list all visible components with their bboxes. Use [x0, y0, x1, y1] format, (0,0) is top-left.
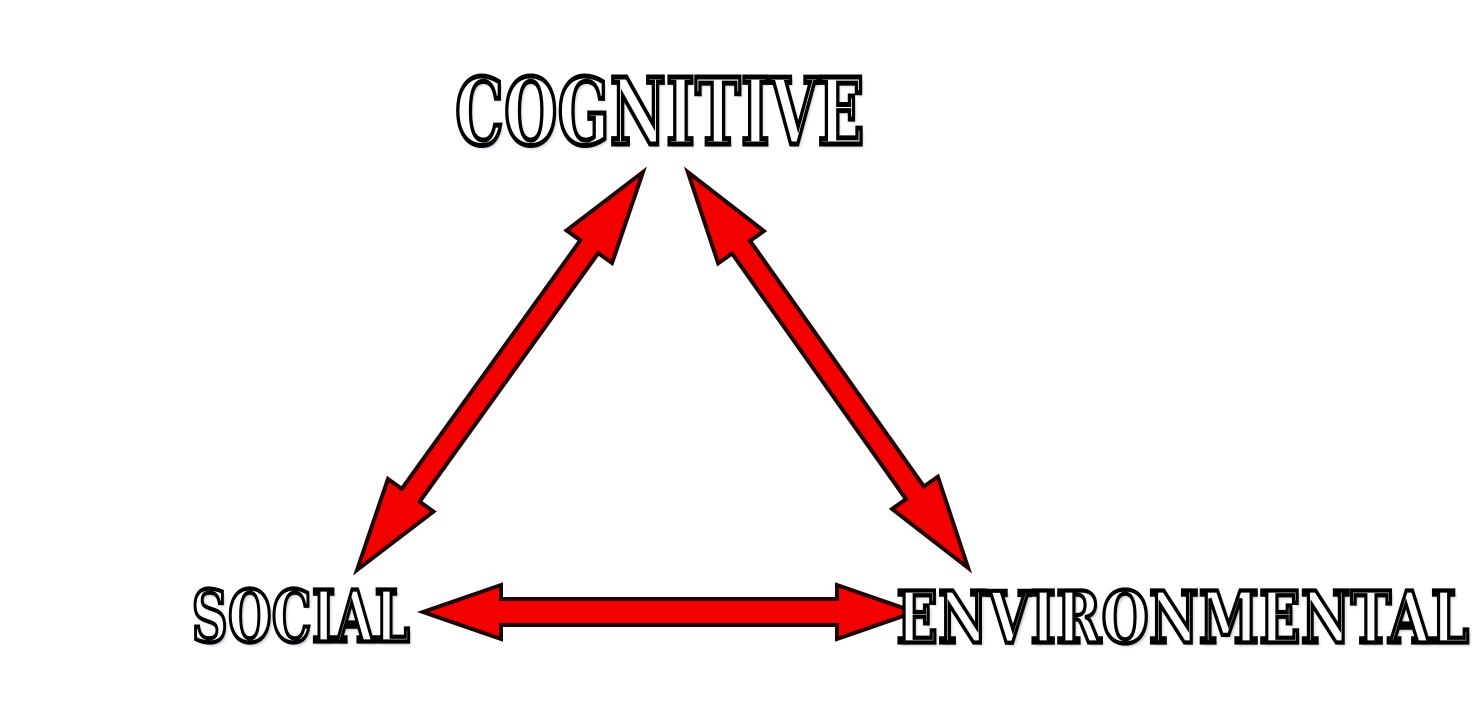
node-label-cognitive: COGNITIVE: [454, 58, 866, 166]
arrow-cognitive-environmental: [683, 166, 973, 574]
arrow-cognitive-social: [353, 166, 647, 576]
node-label-social: SOCIAL: [190, 574, 411, 659]
node-label-environmental: ENVIRONMENTAL: [895, 575, 1471, 660]
arrow-social-environmental: [416, 582, 922, 642]
